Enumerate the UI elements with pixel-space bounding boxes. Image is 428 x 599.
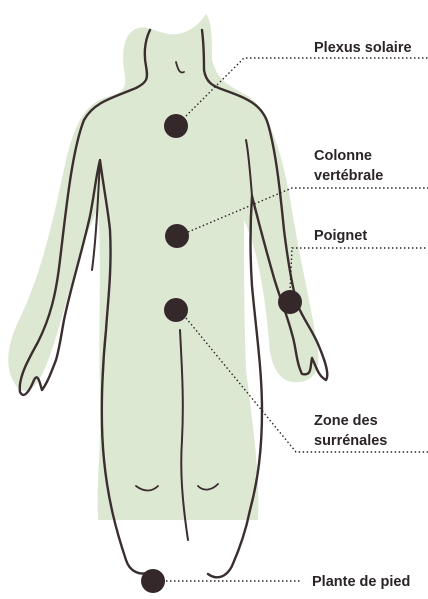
label-zone-line1: Zone des bbox=[314, 413, 378, 429]
dot-zone bbox=[164, 298, 188, 322]
dot-colonne bbox=[165, 224, 189, 248]
dot-plexus bbox=[164, 114, 188, 138]
label-plexus: Plexus solaire bbox=[314, 40, 412, 56]
label-plante: Plante de pied bbox=[312, 574, 410, 590]
dot-plante bbox=[141, 569, 165, 593]
leader-poignet bbox=[290, 248, 428, 292]
label-zone-line2: surrénales bbox=[314, 433, 387, 449]
label-poignet: Poignet bbox=[314, 228, 367, 244]
label-colonne-line2: vertébrale bbox=[314, 168, 383, 184]
label-colonne-line1: Colonne bbox=[314, 148, 372, 164]
dot-poignet bbox=[278, 290, 302, 314]
